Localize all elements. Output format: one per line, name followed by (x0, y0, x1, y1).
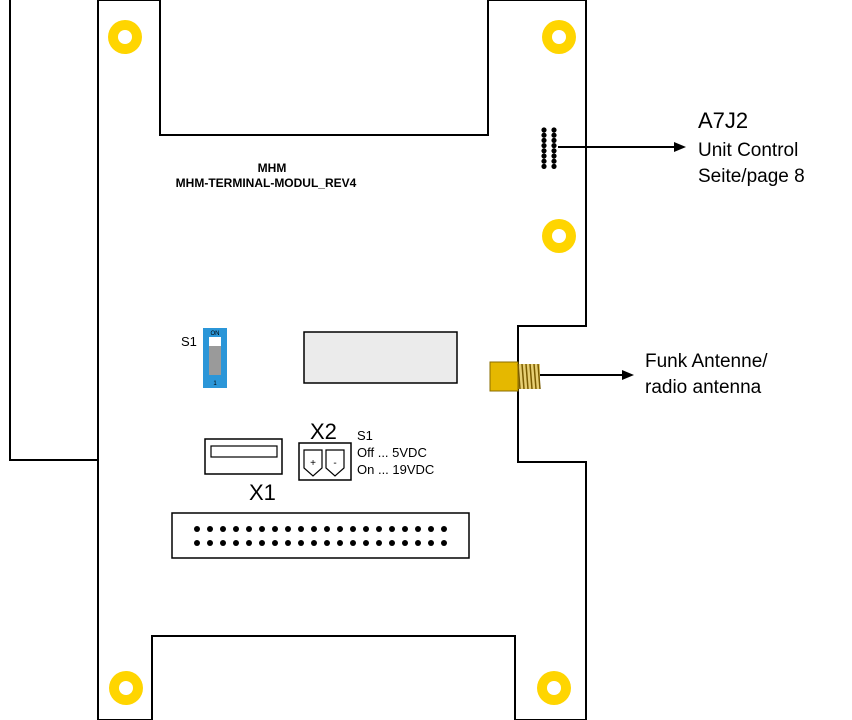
ribbon-pin (259, 526, 265, 532)
a7j2-pin (551, 143, 557, 149)
x2-label: X2 (310, 419, 337, 444)
radio-module (303, 331, 458, 384)
a7j2-pin (541, 148, 547, 154)
a7j2-pin-header (541, 127, 557, 169)
ribbon-pin (298, 526, 304, 532)
a7j2-arrow-head (674, 142, 686, 152)
switch-s1-lever (209, 346, 221, 375)
a7j2-pin (551, 163, 557, 169)
antenna-thread-ridge (517, 363, 521, 390)
ribbon-pin (246, 526, 252, 532)
ribbon-pin (428, 540, 434, 546)
ribbon-pin (259, 540, 265, 546)
a7j2-pin (551, 127, 557, 133)
ribbon-pin (376, 540, 382, 546)
a7j2-pin (541, 132, 547, 138)
antenna-label-line-1: Funk Antenne/ (645, 351, 768, 372)
a7j2-pin (541, 137, 547, 143)
ribbon-pin (207, 540, 213, 546)
a7j2-pin (541, 127, 547, 133)
a7j2-pin (551, 137, 557, 143)
antenna-thread-ridge (529, 363, 533, 390)
ribbon-pin (337, 526, 343, 532)
ribbon-pin (272, 526, 278, 532)
ribbon-pin (337, 540, 343, 546)
x1-connector-slot (210, 445, 278, 458)
a7j2-pin (551, 153, 557, 159)
a7j2-page-reference: Seite/page 8 (698, 166, 805, 187)
x2-terminal-plus-screw (303, 449, 323, 477)
board-maker-label: MHM (258, 161, 287, 175)
ribbon-pin (220, 540, 226, 546)
antenna-thread-ridge (525, 363, 529, 390)
antenna-thread-ridge (533, 363, 537, 390)
antenna-thread-ridge (521, 363, 525, 390)
switch-s1-position-marking: 1 (213, 381, 217, 387)
antenna-label-line-2: radio antenna (645, 377, 762, 398)
x2-terminal-minus-screw (325, 449, 345, 477)
antenna-connector-base (489, 361, 519, 392)
antenna-arrow-head (622, 370, 634, 380)
a7j2-description: Unit Control (698, 140, 798, 161)
antenna-thread-body (518, 364, 540, 389)
ribbon-pin (285, 526, 291, 532)
ribbon-pin (350, 526, 356, 532)
ribbon-pin (376, 526, 382, 532)
x2-plus-marking: + (310, 458, 316, 469)
ribbon-pin (441, 540, 447, 546)
ribbon-pin (389, 526, 395, 532)
ribbon-pin (194, 526, 200, 532)
ribbon-pin (194, 540, 200, 546)
ribbon-pin (402, 540, 408, 546)
ribbon-pin (207, 526, 213, 532)
ribbon-pin (389, 540, 395, 546)
ribbon-pin (415, 540, 421, 546)
board-name-label: MHM-TERMINAL-MODUL_REV4 (176, 176, 357, 190)
switch-s1-on-marking: ON (211, 331, 220, 337)
ribbon-pin (272, 540, 278, 546)
antenna-thread-ridge (537, 363, 541, 390)
mounting-hole-top-left (108, 20, 142, 54)
a7j2-pin (541, 153, 547, 159)
a7j2-pin (551, 132, 557, 138)
ribbon-pin (233, 540, 239, 546)
ribbon-header-connector (171, 512, 470, 559)
antenna-connector-thread (517, 363, 541, 390)
ribbon-pin (285, 540, 291, 546)
ribbon-pin (428, 526, 434, 532)
switch-s1-label: S1 (181, 334, 197, 349)
mounting-hole-top-right (542, 20, 576, 54)
mounting-hole-bottom-left (109, 671, 143, 705)
a7j2-pin (541, 143, 547, 149)
ribbon-header-pins (194, 526, 447, 546)
ribbon-pin (441, 526, 447, 532)
mounting-hole-right (542, 219, 576, 253)
a7j2-pin (541, 163, 547, 169)
switch-legend-on: On ... 19VDC (357, 462, 434, 477)
a7j2-pin (551, 158, 557, 164)
ribbon-pin (363, 540, 369, 546)
x2-minus-marking: - (333, 458, 336, 469)
ribbon-pin (311, 540, 317, 546)
mounting-hole-bottom-right (537, 671, 571, 705)
ribbon-pin (324, 526, 330, 532)
a7j2-connector-id: A7J2 (698, 108, 748, 133)
ribbon-pin (324, 540, 330, 546)
a7j2-pin (541, 158, 547, 164)
switch-legend-title: S1 (357, 428, 373, 443)
ribbon-pin (311, 526, 317, 532)
ribbon-pin (350, 540, 356, 546)
ribbon-pin (402, 526, 408, 532)
switch-legend-off: Off ... 5VDC (357, 445, 427, 460)
a7j2-pin (551, 148, 557, 154)
ribbon-pin (415, 526, 421, 532)
ribbon-pin (233, 526, 239, 532)
ribbon-pin (246, 540, 252, 546)
x1-label: X1 (249, 480, 276, 505)
ribbon-pin (220, 526, 226, 532)
ribbon-pin (363, 526, 369, 532)
ribbon-pin (298, 540, 304, 546)
